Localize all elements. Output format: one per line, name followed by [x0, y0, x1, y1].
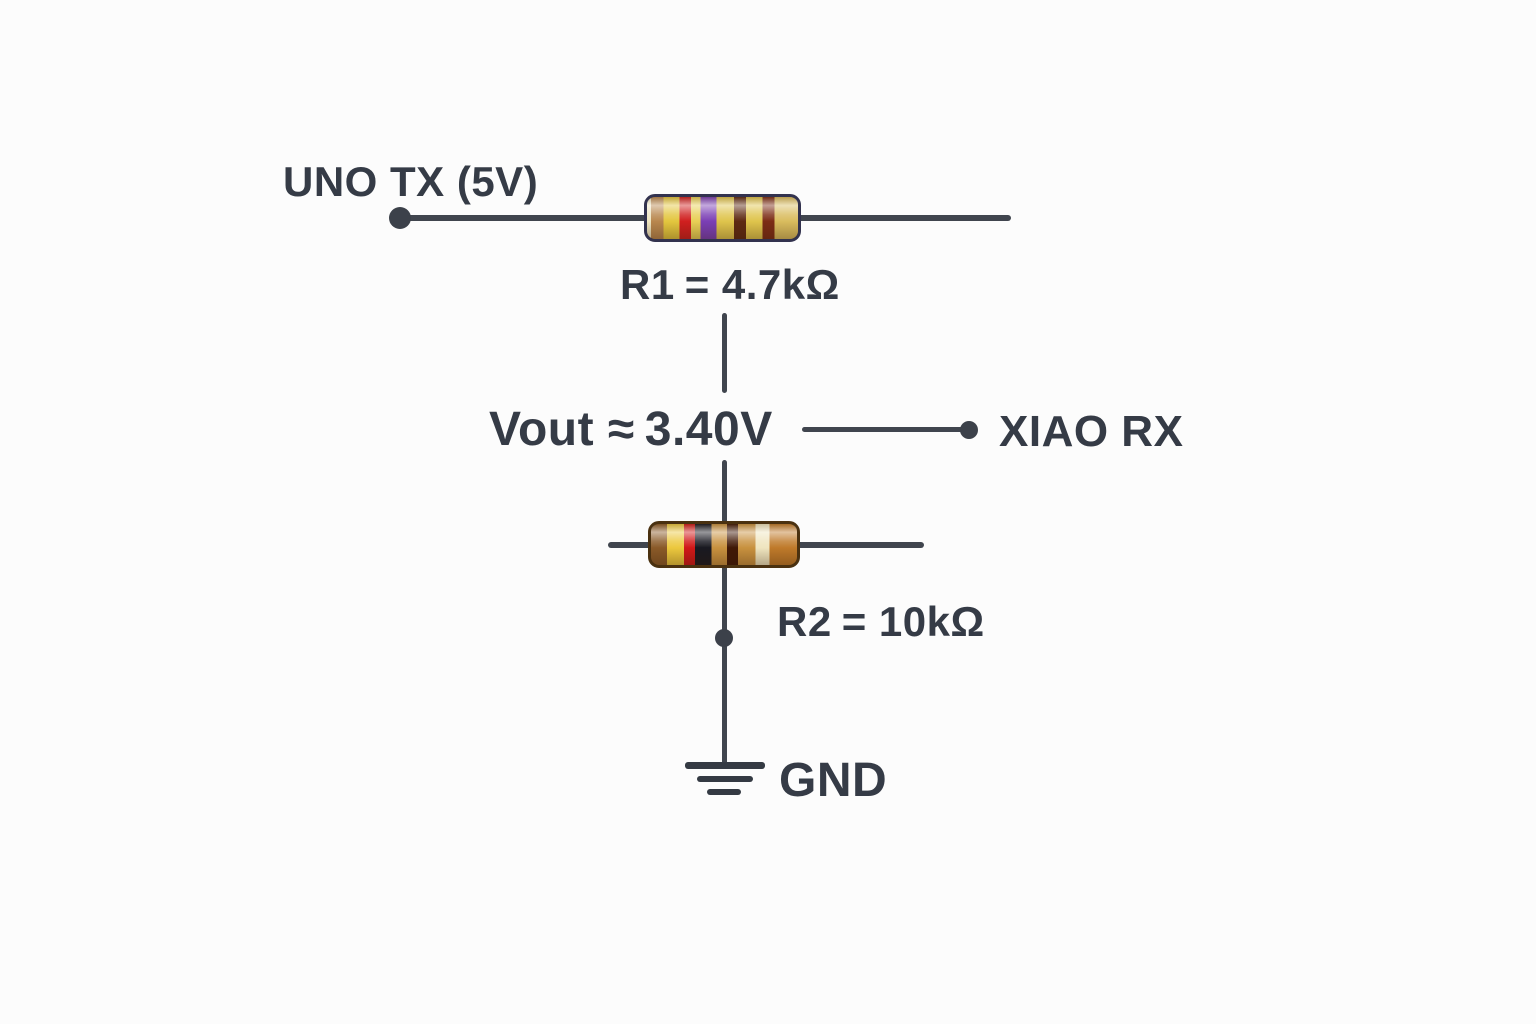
wire-r1-to-vout: [722, 313, 727, 393]
r1-name: R1: [620, 261, 675, 308]
ground-bar-bottom: [707, 789, 741, 795]
wire-vout-to-gnd: [722, 460, 727, 765]
wire-vout-to-xiao: [802, 427, 969, 432]
resistor-shine: [651, 524, 797, 565]
ground-bar-middle: [697, 776, 753, 782]
r1-value: = 4.7kΩ: [684, 261, 840, 308]
xiao-rx-label: XIAO RX: [999, 407, 1184, 456]
junction-dot: [715, 629, 733, 647]
r1-label: R1= 4.7kΩ: [620, 261, 840, 309]
vout-label: Vout ≈3.40V: [489, 402, 773, 457]
resistor-r2: [648, 521, 800, 568]
r2-value: = 10kΩ: [841, 598, 985, 645]
gnd-label: GND: [779, 754, 888, 807]
r2-label: R2= 10kΩ: [777, 598, 985, 646]
vout-value: 3.40V: [644, 403, 773, 456]
uno-tx-label: UNO TX (5V): [283, 158, 539, 205]
resistor-r1: [644, 194, 801, 242]
ground-bar-top: [685, 762, 765, 769]
vout-prefix: Vout ≈: [489, 403, 635, 456]
resistor-shine: [647, 197, 798, 239]
source-node-dot: [389, 207, 411, 229]
r2-name: R2: [777, 598, 832, 645]
xiao-node-dot: [960, 421, 978, 439]
